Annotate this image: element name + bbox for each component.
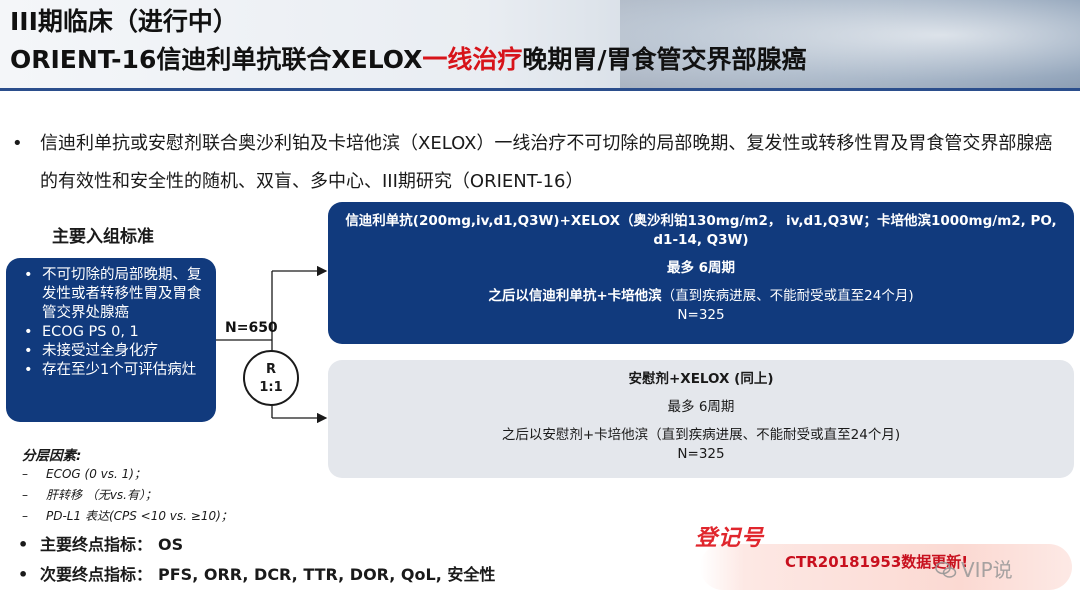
arm1-regimen: 信迪利单抗(200mg,iv,d1,Q3W)+XELOX（奥沙利铂130mg/m…: [345, 213, 1057, 248]
title-line-2-part2: 晚期胃/胃食管交界部腺癌: [522, 45, 807, 74]
arm1-maintenance: 之后以信迪利单抗+卡培他滨（直到疾病进展、不能耐受或直至24个月): [344, 287, 1058, 306]
arm-placebo: 安慰剂+XELOX (同上) 最多 6周期 之后以安慰剂+卡培他滨（直到疾病进展…: [328, 360, 1074, 478]
primary-endpoint-label: 主要终点指标：: [40, 535, 153, 554]
arm1-maintenance-bold: 之后以信迪利单抗+卡培他滨: [488, 288, 662, 304]
wechat-icon: [935, 561, 957, 578]
bullet-dot: •: [12, 133, 23, 154]
randomization-r: R: [265, 362, 276, 377]
stratification-title: 分层因素:: [22, 448, 82, 464]
header-divider: [0, 88, 1080, 91]
stratification-item: ECOG (0 vs. 1)；: [22, 464, 233, 485]
criteria-item: 存在至少1个可评估病灶: [22, 361, 208, 380]
title-line-2: ORIENT-16信迪利单抗联合XELOX一线治疗晚期胃/胃食管交界部腺癌: [10, 40, 807, 76]
title-banner: III期临床（进行中） ORIENT-16信迪利单抗联合XELOX一线治疗晚期胃…: [0, 0, 1080, 88]
arm2-regimen: 安慰剂+XELOX (同上): [628, 371, 774, 387]
randomization-ratio: 1:1: [259, 380, 283, 395]
secondary-endpoint-label: 次要终点指标：: [40, 565, 153, 584]
watermark: VIP说: [935, 554, 1013, 583]
registration-brush-stroke: [700, 544, 1072, 590]
stratification-item: 肝转移 （无vs.有）；: [22, 485, 233, 506]
watermark-text: VIP说: [961, 558, 1013, 582]
arm1-cycles: 最多 6周期: [666, 260, 736, 276]
criteria-list: 不可切除的局部晚期、复发性或者转移性胃及胃食管交界处腺癌 ECOG PS 0, …: [22, 266, 208, 380]
secondary-endpoint-value: PFS, ORR, DCR, TTR, DOR, QoL, 安全性: [158, 565, 496, 584]
study-description: • 信迪利单抗或安慰剂联合奥沙利铂及卡培他滨（XELOX）一线治疗不可切除的局部…: [12, 125, 1062, 201]
registration-label: 登记号: [695, 526, 765, 551]
arm2-cycles: 最多 6周期: [667, 399, 735, 415]
title-line-2-part1: ORIENT-16信迪利单抗联合XELOX: [10, 45, 423, 74]
study-description-text: 信迪利单抗或安慰剂联合奥沙利铂及卡培他滨（XELOX）一线治疗不可切除的局部晚期…: [40, 133, 1053, 192]
primary-endpoint-value: OS: [158, 535, 184, 554]
total-n-label: N=650: [225, 320, 278, 336]
stratification-item: PD-L1 表达(CPS <10 vs. ≥10)；: [22, 506, 233, 527]
criteria-item: 不可切除的局部晚期、复发性或者转移性胃及胃食管交界处腺癌: [22, 266, 208, 323]
title-line-2-highlight: 一线治疗: [422, 45, 523, 74]
arm1-n: N=325: [677, 307, 725, 323]
randomization-node: R 1:1: [243, 350, 299, 406]
arm2-maintenance: 之后以安慰剂+卡培他滨（直到疾病进展、不能耐受或直至24个月): [501, 427, 901, 443]
criteria-item: ECOG PS 0, 1: [22, 323, 208, 342]
primary-endpoint: •主要终点指标：OS: [18, 535, 184, 554]
secondary-endpoint: •次要终点指标：PFS, ORR, DCR, TTR, DOR, QoL, 安全…: [18, 565, 496, 584]
stratification-list: ECOG (0 vs. 1)； 肝转移 （无vs.有）； PD-L1 表达(CP…: [22, 464, 233, 527]
arm-sintilimab: 信迪利单抗(200mg,iv,d1,Q3W)+XELOX（奥沙利铂130mg/m…: [328, 202, 1074, 344]
arm1-maintenance-rest: （直到疾病进展、不能耐受或直至24个月): [661, 288, 914, 304]
banner-background-image: [620, 0, 1080, 88]
criteria-box: 不可切除的局部晚期、复发性或者转移性胃及胃食管交界处腺癌 ECOG PS 0, …: [6, 258, 216, 422]
arm2-n: N=325: [677, 446, 725, 462]
registration-number: CTR20181953数据更新!: [785, 553, 969, 571]
criteria-item: 未接受过全身化疗: [22, 342, 208, 361]
title-line-1: III期临床（进行中）: [10, 7, 238, 36]
criteria-title: 主要入组标准: [52, 227, 154, 247]
